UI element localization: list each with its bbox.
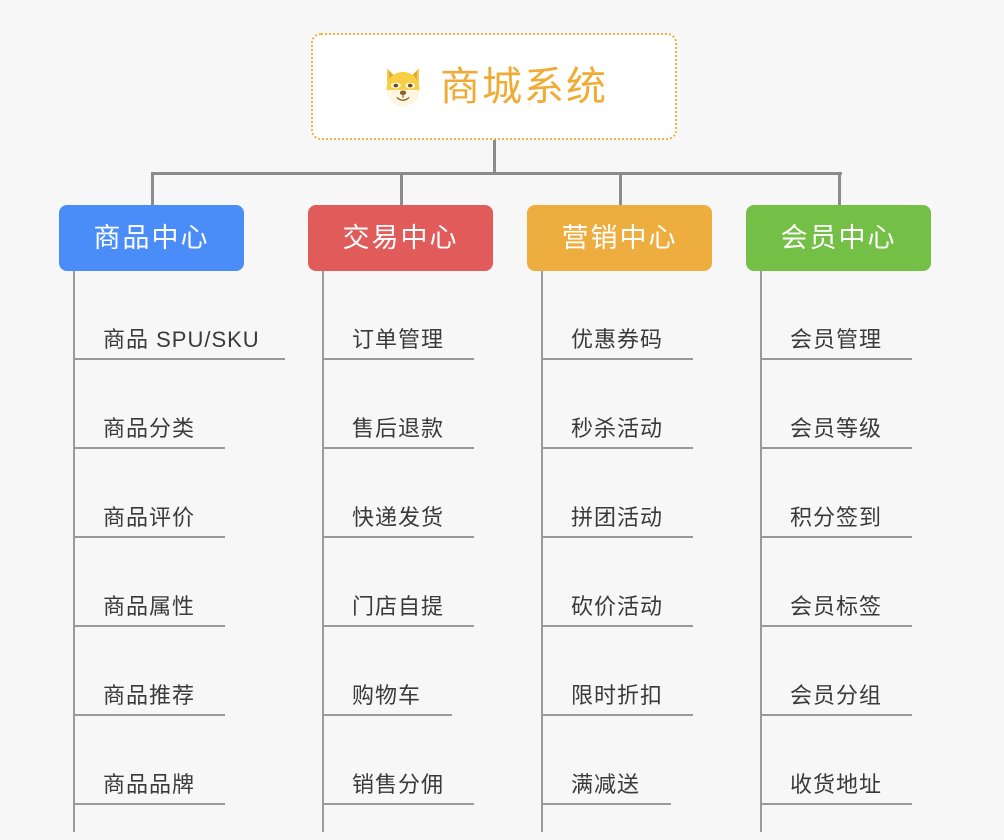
category-label: 商品中心 <box>93 222 210 253</box>
leaf-underline <box>322 358 474 360</box>
category-label: 交易中心 <box>342 222 459 253</box>
leaf-list: 订单管理 售后退款 快递发货 门店自提 购物车 销售分佣 <box>322 271 507 805</box>
root-node[interactable]: 商城系统 <box>311 33 677 140</box>
leaf-underline <box>322 625 474 627</box>
leaf-item[interactable]: 售后退款 <box>322 360 507 449</box>
category-label: 营销中心 <box>561 222 678 253</box>
leaf-item[interactable]: 商品 SPU/SKU <box>73 271 285 360</box>
leaf-item[interactable]: 拼团活动 <box>541 449 726 538</box>
leaf-label: 砍价活动 <box>571 594 664 619</box>
leaf-label: 秒杀活动 <box>571 416 664 441</box>
leaf-underline <box>541 358 693 360</box>
leaf-item[interactable]: 满减送 <box>541 716 726 805</box>
leaf-underline <box>760 625 912 627</box>
leaf-label: 售后退款 <box>352 416 445 441</box>
leaf-label: 积分签到 <box>790 505 883 530</box>
leaf-item[interactable]: 快递发货 <box>322 449 507 538</box>
leaf-underline <box>760 803 912 805</box>
leaf-underline <box>322 536 474 538</box>
leaf-item[interactable]: 收货地址 <box>760 716 945 805</box>
leaf-underline <box>73 536 225 538</box>
root-stem-connector <box>493 140 496 174</box>
leaf-underline <box>760 358 912 360</box>
category-node-trade[interactable]: 交易中心 <box>308 205 493 271</box>
leaf-item[interactable]: 限时折扣 <box>541 627 726 716</box>
leaf-label: 限时折扣 <box>571 683 664 708</box>
leaf-label: 商品评价 <box>103 505 196 530</box>
branch-spine <box>322 271 324 832</box>
drop-connector-1 <box>151 172 154 206</box>
leaf-underline <box>541 625 693 627</box>
leaf-underline <box>760 536 912 538</box>
leaf-underline <box>322 803 474 805</box>
leaf-underline <box>322 714 452 716</box>
leaf-underline <box>73 714 225 716</box>
category-node-product[interactable]: 商品中心 <box>59 205 244 271</box>
root-title: 商城系统 <box>440 64 608 109</box>
leaf-item[interactable]: 商品属性 <box>73 538 258 627</box>
leaf-list: 商品 SPU/SKU 商品分类 商品评价 商品属性 商品推荐 商品品牌 <box>73 271 285 805</box>
leaf-underline <box>541 536 693 538</box>
leaf-underline <box>322 447 474 449</box>
leaf-underline <box>73 358 285 360</box>
leaf-item[interactable]: 购物车 <box>322 627 507 716</box>
leaf-underline <box>541 447 693 449</box>
leaf-label: 收货地址 <box>790 772 883 797</box>
category-label: 会员中心 <box>780 222 897 253</box>
leaf-label: 会员分组 <box>790 683 883 708</box>
leaf-item[interactable]: 商品推荐 <box>73 627 258 716</box>
leaf-label: 商品 SPU/SKU <box>103 327 260 352</box>
leaf-item[interactable]: 积分签到 <box>760 449 945 538</box>
leaf-list: 优惠券码 秒杀活动 拼团活动 砍价活动 限时折扣 满减送 <box>541 271 726 805</box>
leaf-underline <box>73 803 225 805</box>
leaf-item[interactable]: 销售分佣 <box>322 716 507 805</box>
drop-connector-4 <box>838 172 841 206</box>
leaf-item[interactable]: 优惠券码 <box>541 271 726 360</box>
leaf-item[interactable]: 商品分类 <box>73 360 258 449</box>
leaf-label: 商品推荐 <box>103 683 196 708</box>
leaf-label: 会员管理 <box>790 327 883 352</box>
category-node-member[interactable]: 会员中心 <box>746 205 931 271</box>
leaf-label: 拼团活动 <box>571 505 664 530</box>
leaf-label: 快递发货 <box>352 505 445 530</box>
leaf-underline <box>541 803 671 805</box>
category-node-marketing[interactable]: 营销中心 <box>527 205 712 271</box>
drop-connector-3 <box>619 172 622 206</box>
leaf-label: 会员等级 <box>790 416 883 441</box>
branch-spine <box>73 271 75 832</box>
leaf-label: 商品品牌 <box>103 772 196 797</box>
leaf-label: 销售分佣 <box>352 772 445 797</box>
leaf-label: 商品分类 <box>103 416 196 441</box>
leaf-label: 门店自提 <box>352 594 445 619</box>
drop-connector-2 <box>400 172 403 206</box>
branch-spine <box>541 271 543 832</box>
leaf-item[interactable]: 会员标签 <box>760 538 945 627</box>
leaf-label: 商品属性 <box>103 594 196 619</box>
leaf-item[interactable]: 会员管理 <box>760 271 945 360</box>
leaf-label: 会员标签 <box>790 594 883 619</box>
leaf-underline <box>541 714 693 716</box>
leaf-label: 优惠券码 <box>571 327 664 352</box>
leaf-underline <box>760 447 912 449</box>
leaf-item[interactable]: 订单管理 <box>322 271 507 360</box>
leaf-item[interactable]: 商品品牌 <box>73 716 258 805</box>
leaf-item[interactable]: 商品评价 <box>73 449 258 538</box>
leaf-item[interactable]: 会员分组 <box>760 627 945 716</box>
leaf-label: 订单管理 <box>352 327 445 352</box>
leaf-underline <box>760 714 912 716</box>
dog-face-icon <box>380 64 426 110</box>
leaf-list: 会员管理 会员等级 积分签到 会员标签 会员分组 收货地址 <box>760 271 945 805</box>
leaf-label: 购物车 <box>352 683 422 708</box>
branch-spine <box>760 271 762 832</box>
leaf-item[interactable]: 秒杀活动 <box>541 360 726 449</box>
leaf-underline <box>73 447 225 449</box>
leaf-item[interactable]: 会员等级 <box>760 360 945 449</box>
leaf-item[interactable]: 砍价活动 <box>541 538 726 627</box>
leaf-label: 满减送 <box>571 772 641 797</box>
leaf-underline <box>73 625 225 627</box>
bus-bar-connector <box>151 172 842 175</box>
leaf-item[interactable]: 门店自提 <box>322 538 507 627</box>
